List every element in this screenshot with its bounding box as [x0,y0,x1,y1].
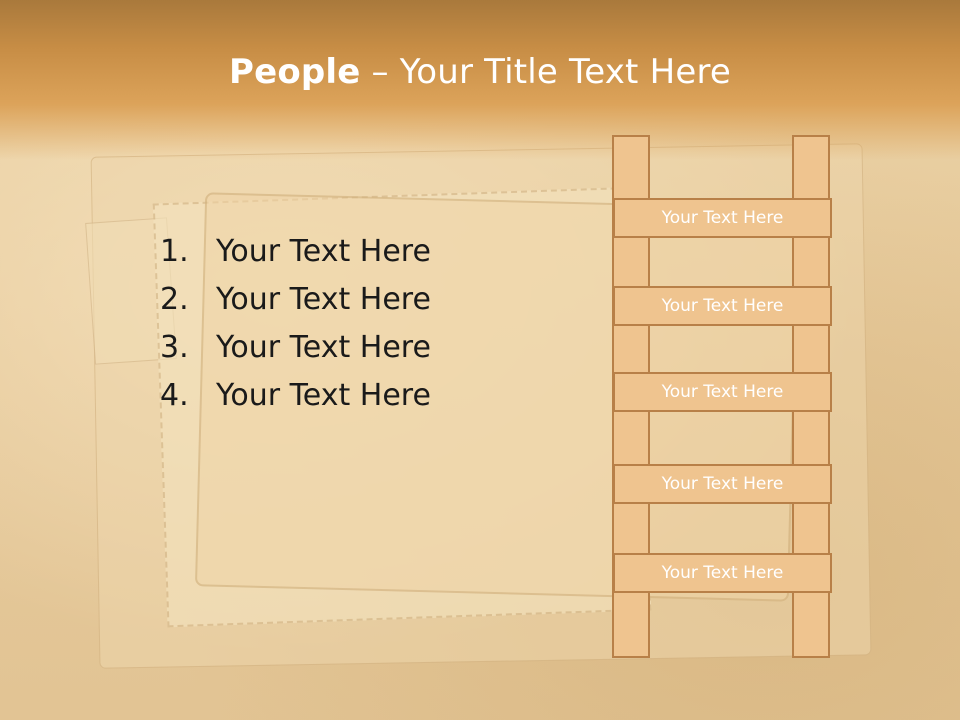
ladder-rung-3[interactable]: Your Text Here [613,372,832,412]
ladder-rung-5[interactable]: Your Text Here [613,553,832,593]
list-text: Your Text Here [216,378,431,413]
numbered-list[interactable]: 1. Your Text Here 2. Your Text Here 3. Y… [160,234,431,426]
list-text: Your Text Here [216,234,431,269]
rung-label: Your Text Here [661,563,784,583]
title-strong: People [228,52,361,92]
slide-title[interactable]: People – Your Title Text Here [0,52,960,92]
list-item: 1. Your Text Here [160,234,431,282]
title-rest: – Your Title Text Here [360,52,732,92]
list-number: 2. [160,282,189,317]
rung-label: Your Text Here [661,208,784,228]
list-item: 2. Your Text Here [160,282,431,330]
list-text: Your Text Here [216,282,431,317]
list-text: Your Text Here [216,330,431,365]
ladder-rung-1[interactable]: Your Text Here [613,198,832,238]
list-number: 4. [160,378,189,413]
list-item: 4. Your Text Here [160,378,431,426]
ladder-rung-4[interactable]: Your Text Here [613,464,832,504]
ladder-rung-2[interactable]: Your Text Here [613,286,832,326]
title-bar [0,0,960,160]
rung-label: Your Text Here [661,296,784,316]
list-item: 3. Your Text Here [160,330,431,378]
rung-label: Your Text Here [661,382,784,402]
rung-label: Your Text Here [661,474,784,494]
list-number: 1. [160,234,189,269]
list-number: 3. [160,330,189,365]
